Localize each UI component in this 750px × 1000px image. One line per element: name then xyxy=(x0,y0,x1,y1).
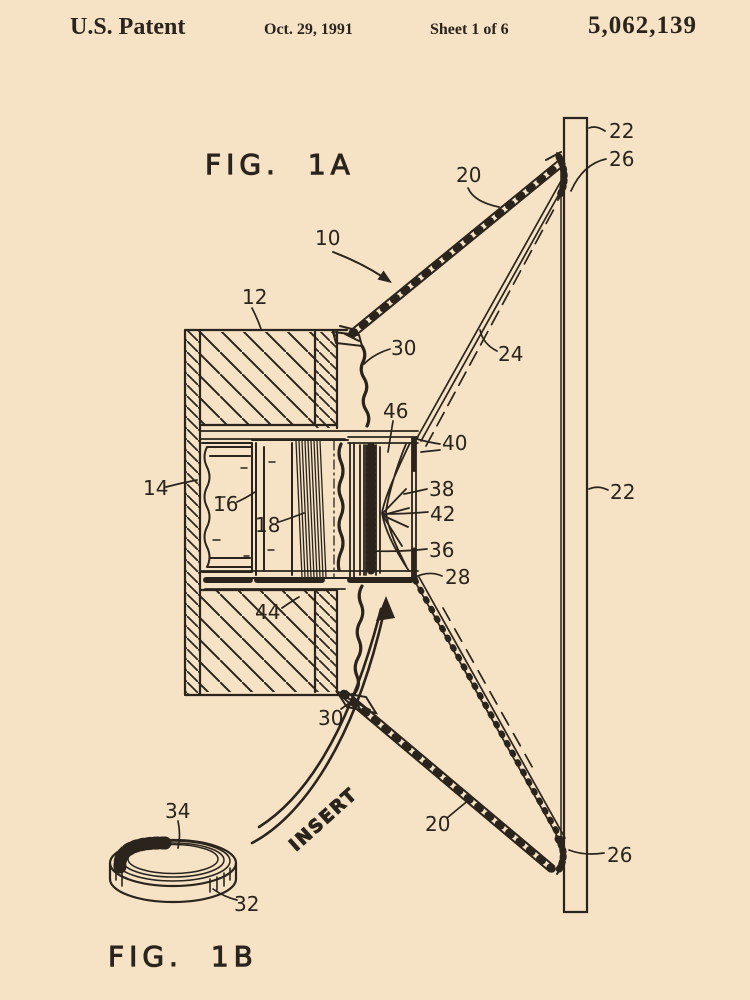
ref-label-24: 24 xyxy=(498,342,523,366)
ref-label-44: 44 xyxy=(255,600,280,624)
basket-top-rungs xyxy=(348,159,565,338)
baffle-board-body xyxy=(562,116,589,914)
basket-bottom-rungs xyxy=(339,689,556,873)
wall-structure xyxy=(183,328,371,697)
wall-lower-column xyxy=(315,590,337,692)
ref-label-40: 40 xyxy=(442,431,467,455)
fig1a-caption: FIG. 1A xyxy=(205,148,355,181)
ref-label-36: 36 xyxy=(429,538,454,562)
ref-label-30-bottom: 30 xyxy=(318,706,343,730)
fig1b-drawing: 34 32 FIG. 1B xyxy=(108,799,260,974)
driver-assembly xyxy=(199,430,419,590)
bracket-top xyxy=(331,151,562,348)
ref-label-34: 34 xyxy=(165,799,190,823)
cone-top-dashed xyxy=(425,208,555,447)
ref-label-26-top: 26 xyxy=(609,147,634,171)
arrow-10-head xyxy=(377,270,392,283)
ref-label-18: 18 xyxy=(255,513,280,537)
ref-label-38: 38 xyxy=(429,477,454,501)
wall-upper-block xyxy=(200,332,315,425)
ref-label-20-top: 20 xyxy=(456,163,481,187)
gasket-ring xyxy=(108,836,238,904)
ref-label-30-top: 30 xyxy=(391,336,416,360)
ring-checker-hatch xyxy=(113,836,172,874)
cone-bottom-dashed xyxy=(442,607,536,773)
magnet xyxy=(201,442,253,573)
cone-bottom-rungs xyxy=(412,577,565,844)
wall-left-strip xyxy=(185,330,200,695)
ref-label-26-bottom: 26 xyxy=(607,843,632,867)
wall-upper-column xyxy=(315,332,337,428)
ring-side-wall xyxy=(108,861,238,904)
wall-lower-block xyxy=(200,590,315,692)
magnet-detail-dashes xyxy=(212,461,276,557)
ref-label-16: 16 xyxy=(213,492,238,516)
arrow-10-curve xyxy=(332,251,387,280)
ref-label-10: 10 xyxy=(315,226,340,250)
baffle-board xyxy=(560,116,589,914)
ref-labels: 22 26 20 10 12 30 24 46 40 14 38 22 16 4… xyxy=(143,119,635,867)
patent-header-title: U.S. Patent xyxy=(70,14,186,40)
patent-header-date: Oct. 29, 1991 xyxy=(264,21,353,38)
plaster-break-lines xyxy=(336,344,371,696)
fig1b-labels: 34 32 xyxy=(165,799,259,916)
ref-label-14: 14 xyxy=(143,476,168,500)
ring-side-ticks xyxy=(115,867,231,893)
patent-header-sheet: Sheet 1 of 6 xyxy=(430,21,509,38)
ring-checker-midline xyxy=(123,846,162,867)
insert-arrow-arcs xyxy=(250,605,387,845)
ref-label-32: 32 xyxy=(234,892,259,916)
wall-outline xyxy=(183,328,349,697)
ref-label-12: 12 xyxy=(242,285,267,309)
ref-label-42: 42 xyxy=(430,502,455,526)
fig1b-caption: FIG. 1B xyxy=(108,940,258,973)
pointer-arrow-10 xyxy=(332,251,392,283)
leader-lines xyxy=(165,126,609,901)
ref-label-22-top: 22 xyxy=(609,119,634,143)
ref-label-46: 46 xyxy=(383,399,408,423)
ring-inner-line-3 xyxy=(127,843,219,875)
ref-label-20-bottom: 20 xyxy=(425,812,450,836)
ref-label-22-right: 22 xyxy=(610,480,635,504)
voice-coil-winding xyxy=(295,440,327,578)
fig1a-drawing: 22 26 20 10 12 30 24 46 40 14 38 22 16 4… xyxy=(143,116,635,914)
insert-arrowhead xyxy=(376,596,395,621)
pole-piece xyxy=(251,439,349,579)
former-rails xyxy=(349,442,381,578)
surround-bottom-hatch xyxy=(554,835,567,875)
patent-header-number: 5,062,139 xyxy=(588,12,697,39)
cone-throat xyxy=(381,442,411,572)
cone-top-lines xyxy=(416,180,564,442)
cone xyxy=(412,180,566,844)
ref-label-28: 28 xyxy=(445,565,470,589)
insert-arrow xyxy=(250,596,395,845)
